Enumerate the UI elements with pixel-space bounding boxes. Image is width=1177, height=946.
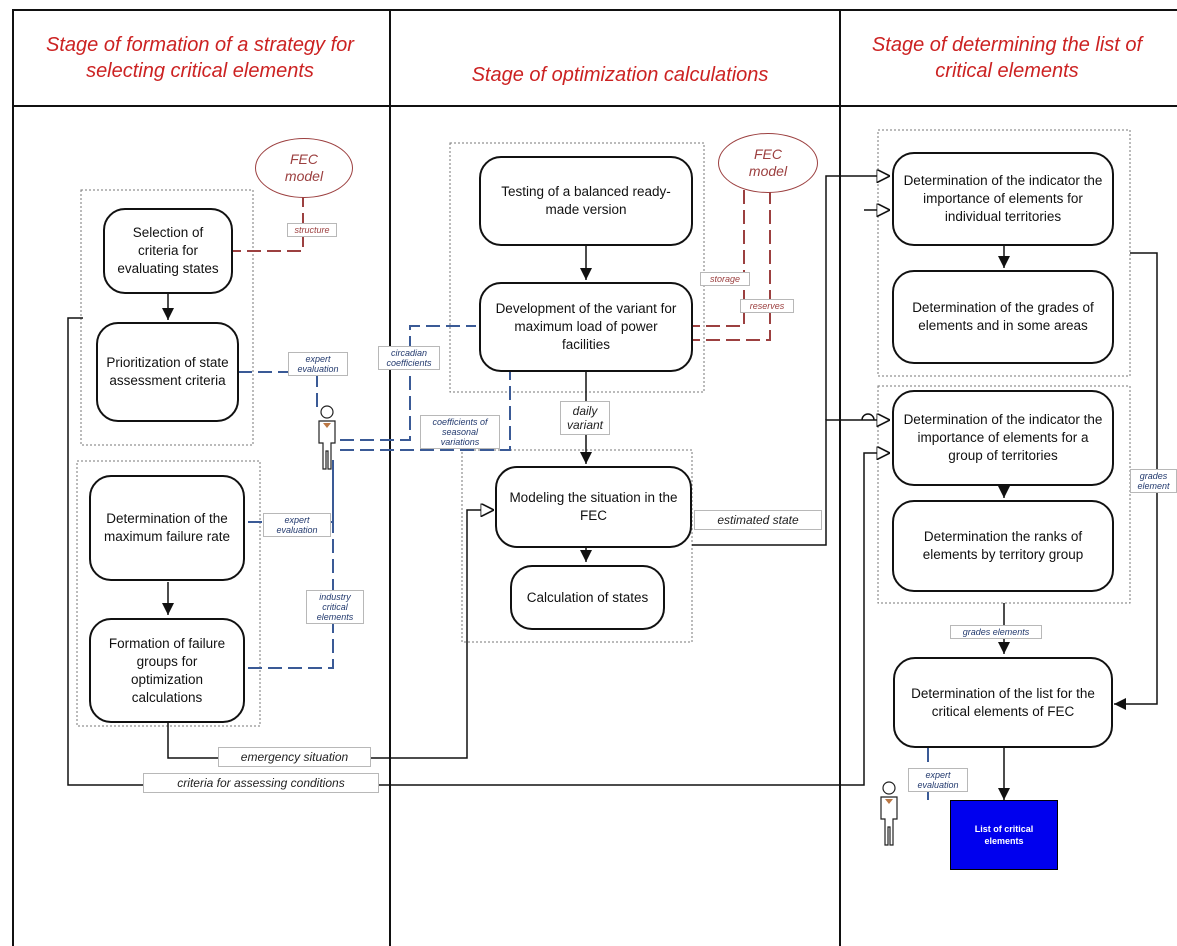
tag-grades-elements-1: grades elements	[950, 625, 1042, 639]
tag-daily-variant: daily variant	[560, 401, 610, 435]
process-indicator-group[interactable]: Determination of the indicator the impor…	[892, 390, 1114, 486]
tag-estimated-state: estimated state	[694, 510, 822, 530]
process-list-fec[interactable]: Determination of the list for the critic…	[893, 657, 1113, 748]
process-calculation[interactable]: Calculation of states	[510, 565, 665, 630]
person-icon	[318, 405, 336, 470]
process-testing-version[interactable]: Testing of a balanced ready-made version	[479, 156, 693, 246]
lane-title-optimization: Stage of optimization calculations	[471, 64, 769, 86]
process-grades-areas[interactable]: Determination of the grades of elements …	[892, 270, 1114, 364]
fec-model-right: FEC model	[718, 133, 818, 193]
group-frames	[76, 129, 1131, 727]
process-modeling[interactable]: Modeling the situation in the FEC	[495, 466, 692, 548]
process-indicator-individual[interactable]: Determination of the indicator the impor…	[892, 152, 1114, 246]
result-label: List of critical elements	[974, 824, 1034, 846]
tag-expert-evaluation-2: expert evaluation	[263, 513, 331, 537]
tag-reserves: reserves	[740, 299, 794, 313]
tag-circadian-coefficients: circadian coefficients	[378, 346, 440, 370]
tag-storage: storage	[700, 272, 750, 286]
tag-structure: structure	[287, 223, 337, 237]
process-prioritization[interactable]: Prioritization of state assessment crite…	[96, 322, 239, 422]
tag-emergency-situation: emergency situation	[218, 747, 371, 767]
result-list-critical-elements[interactable]: List of critical elements	[950, 800, 1058, 870]
process-ranks-group[interactable]: Determination the ranks of elements by t…	[892, 500, 1114, 592]
expert-links	[238, 325, 929, 800]
person-icon	[880, 781, 898, 846]
process-failure-groups[interactable]: Formation of failure groups for optimiza…	[89, 618, 245, 723]
tag-industry-critical: industry critical elements	[306, 590, 364, 624]
tag-grades-elements-2: grades element	[1130, 469, 1177, 493]
process-max-failure-rate[interactable]: Determination of the maximum failure rat…	[89, 475, 245, 581]
fec-model-left: FEC model	[255, 138, 353, 198]
tag-expert-evaluation-1: expert evaluation	[288, 352, 348, 376]
lane-title-determining: Stage of determining the list of critica…	[871, 34, 1143, 82]
tag-criteria-assessing: criteria for assessing conditions	[143, 773, 379, 793]
tag-expert-evaluation-3: expert evaluation	[908, 768, 968, 792]
fec-model-right-label: FEC model	[748, 146, 788, 179]
tag-coefficients-seasonal: coefficients of seasonal variations	[420, 415, 500, 449]
model-links	[230, 190, 771, 341]
fec-model-left-label: FEC model	[284, 151, 324, 184]
swimlane-frame	[12, 9, 1177, 946]
lane-title-strategy: Stage of formation of a strategy for sel…	[46, 34, 354, 82]
process-development-variant[interactable]: Development of the variant for maximum l…	[479, 282, 693, 372]
process-selection-criteria[interactable]: Selection of criteria for evaluating sta…	[103, 208, 233, 294]
